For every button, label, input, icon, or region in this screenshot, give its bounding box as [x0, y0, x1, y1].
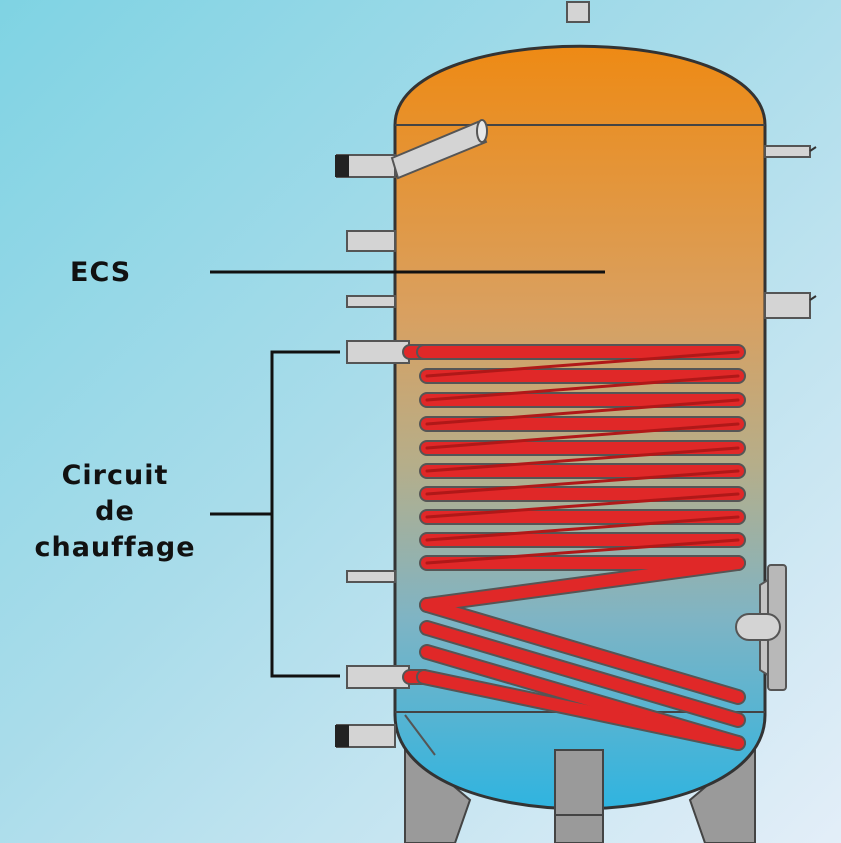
leader-lines — [210, 270, 605, 678]
heating-circuit-label-line3: chauffage — [34, 532, 196, 563]
right-connectors — [735, 145, 817, 691]
left-connectors — [335, 119, 488, 748]
circuit-bracket — [270, 350, 340, 678]
ecs-label: ECS — [70, 257, 132, 288]
heating-circuit-label: Circuit de chauffage — [10, 458, 220, 566]
heating-coil — [402, 344, 746, 751]
heating-circuit-label-line2: de — [95, 496, 135, 527]
top-nozzle — [566, 1, 590, 23]
heating-circuit-label-line1: Circuit — [61, 460, 169, 491]
